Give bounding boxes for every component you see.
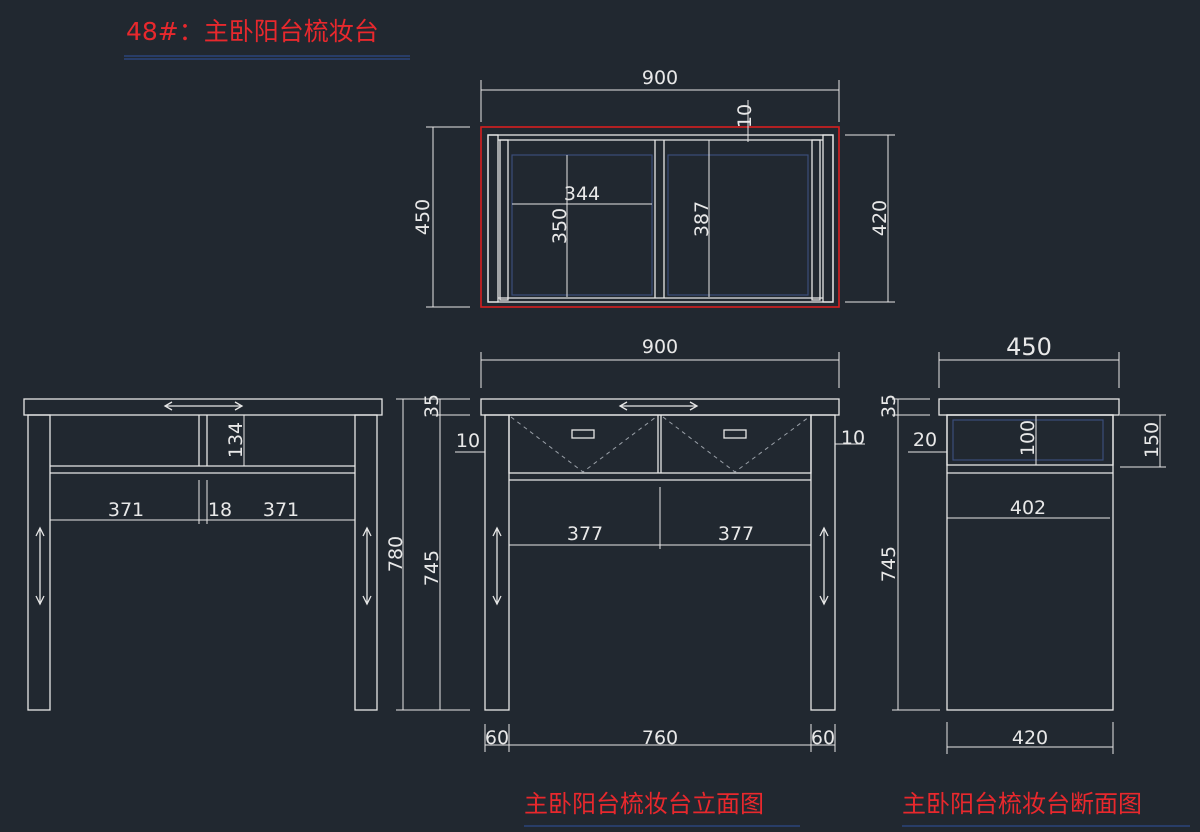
front-drawer-left-label: 377: [567, 523, 603, 545]
section-drawer-height-label: 100: [1017, 420, 1039, 456]
side-leg-left: [27, 414, 51, 711]
section-view: 450 35 20 100 150 402 745 420: [878, 333, 1166, 754]
plan-drawer-width-label: 344: [564, 183, 600, 205]
section-leg-height-label: 745: [878, 546, 900, 582]
side-center-label: 18: [208, 499, 232, 521]
plan-inner-depth-label: 420: [869, 200, 891, 236]
plan-view: 900 10 450 420 344 350 387: [412, 67, 895, 308]
front-leg-right: [810, 414, 836, 711]
side-tabletop: [23, 398, 383, 416]
plan-outline: [480, 126, 840, 308]
section-top-thickness-label: 35: [878, 394, 900, 418]
section-inner-width-label: 402: [1010, 497, 1046, 519]
front-drawer-right-label: 377: [718, 523, 754, 545]
section-width-label: 450: [1006, 333, 1052, 361]
side-rail-height-label: 134: [225, 422, 247, 458]
front-width-label: 900: [642, 336, 678, 358]
side-top-thickness-label: 35: [421, 394, 443, 418]
section-caption: 主卧阳台梳妆台断面图: [902, 790, 1142, 818]
section-drawer-offset-label: 20: [913, 429, 937, 451]
side-bay-left-label: 371: [108, 499, 144, 521]
plan-depth-label: 450: [412, 199, 434, 235]
drawer-handle-left: [571, 429, 595, 439]
plan-drawer-left: [511, 154, 653, 296]
front-leg-left: [484, 414, 510, 711]
side-leg-height-label: 745: [421, 550, 443, 586]
front-inset-right-label: 10: [841, 427, 865, 449]
front-leg-right-label: 60: [811, 727, 835, 749]
front-span-label: 760: [642, 727, 678, 749]
drawing-title: 48#：主卧阳台梳妆台: [126, 17, 379, 46]
section-apron-height-label: 150: [1141, 422, 1163, 458]
drawer-handle-right: [723, 429, 747, 439]
front-elevation: 900 10 10 377 377 60 760 60: [455, 336, 865, 752]
elevation-caption: 主卧阳台梳妆台立面图: [524, 790, 764, 818]
side-total-height-label: 780: [385, 536, 407, 572]
plan-drawer-right: [667, 154, 809, 296]
plan-partition-depth-label: 387: [691, 201, 713, 237]
section-drawer: [952, 419, 1104, 461]
front-tabletop: [480, 398, 840, 416]
section-body: [946, 414, 1114, 711]
section-tabletop: [938, 398, 1120, 416]
section-base-width-label: 420: [1012, 727, 1048, 749]
side-view: 134 371 18 371 780 35 745: [23, 394, 470, 711]
front-leg-left-label: 60: [485, 727, 509, 749]
side-bay-right-label: 371: [263, 499, 299, 521]
front-inset-left-label: 10: [456, 430, 480, 452]
side-leg-right: [354, 414, 378, 711]
plan-gap-label: 10: [734, 104, 756, 128]
plan-width-label: 900: [642, 67, 678, 89]
plan-drawer-depth-label: 350: [549, 208, 571, 244]
